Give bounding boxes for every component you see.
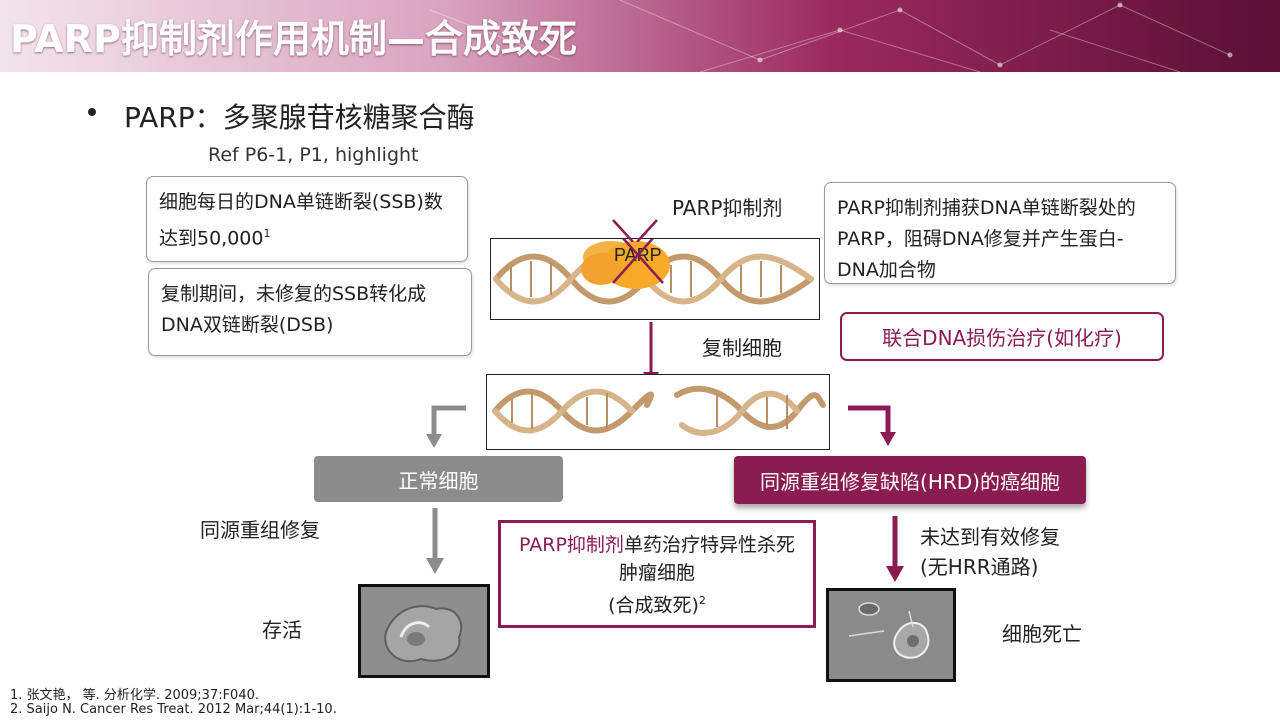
combination-therapy-text: 联合DNA损伤治疗(如化疗) xyxy=(882,326,1122,350)
inhibitor-cross-icon xyxy=(612,219,658,242)
parp-trap-box: PARP抑制剂捕获DNA单链断裂处的PARP，阻碍DNA修复并产生蛋白-DNA加… xyxy=(824,182,1176,284)
center-highlight-text: PARP抑制剂 xyxy=(519,534,624,556)
hr-repair-label: 同源重组修复 xyxy=(200,518,320,542)
left-branch-arrow xyxy=(426,405,466,448)
normal-cell-text: 正常细胞 xyxy=(398,468,479,493)
combination-therapy-box: 联合DNA损伤治疗(如化疗) xyxy=(840,312,1164,361)
page-title: PARP抑制剂作用机制—合成致死 xyxy=(10,17,577,61)
hrd-cell-box: 同源重组修复缺陷(HRD)的癌细胞 xyxy=(734,456,1086,504)
surviving-cell-image xyxy=(358,584,490,678)
parp-inhibitor-label: PARP抑制剂 xyxy=(672,196,783,220)
network-decoration xyxy=(429,0,1233,72)
footnote-2: 2. Saijo N. Cancer Res Treat. 2012 Mar;4… xyxy=(10,702,337,717)
bullet-text: PARP：多聚腺苷核糖聚合酶 xyxy=(124,101,475,134)
dsb-info-box: 复制期间，未修复的SSB转化成DNA双链断裂(DSB) xyxy=(148,268,472,356)
bullet-marker xyxy=(88,108,96,116)
center-footnote-ref: 2 xyxy=(698,594,706,607)
down-arrow-normal xyxy=(426,508,444,574)
replicating-cell-label: 复制细胞 xyxy=(702,336,782,360)
ssb-info-text: 细胞每日的DNA单链断裂(SSB)数达到50,000 xyxy=(159,191,443,250)
not-repaired-line1: 未达到有效修复 xyxy=(920,525,1060,549)
center-main-text: 单药治疗特异性杀死肿瘤细胞 xyxy=(618,534,795,584)
footnote-1: 1. 张文艳， 等. 分析化学. 2009;37:F040. xyxy=(10,688,260,703)
parp-dna-image: PARP xyxy=(490,226,820,320)
ssb-info-box: 细胞每日的DNA单链断裂(SSB)数达到50,0001 xyxy=(146,176,468,262)
normal-cell-box: 正常细胞 xyxy=(314,456,563,502)
dead-cell-micrograph xyxy=(829,591,953,679)
synthetic-lethality-box: PARP抑制剂单药治疗特异性杀死肿瘤细胞 (合成致死)2 xyxy=(498,520,816,628)
broken-dna-image xyxy=(486,374,830,450)
not-repaired-line2: (无HRR通路) xyxy=(920,555,1039,579)
broken-dna-illustration xyxy=(492,385,826,436)
dead-cell-image xyxy=(826,588,956,682)
center-sub-text: (合成致死) xyxy=(608,594,699,617)
surviving-cell-micrograph xyxy=(361,587,487,675)
parp-trap-text: PARP抑制剂捕获DNA单链断裂处的PARP，阻碍DNA修复并产生蛋白-DNA加… xyxy=(837,197,1136,281)
reference-note: Ref P6-1, P1, highlight xyxy=(208,144,419,166)
title-banner: PARP抑制剂作用机制—合成致死 xyxy=(0,0,1280,72)
right-branch-arrow xyxy=(848,405,896,446)
ssb-footnote-ref: 1 xyxy=(263,227,271,240)
dna-helix-illustration: PARP xyxy=(493,226,814,305)
hrd-cell-text: 同源重组修复缺陷(HRD)的癌细胞 xyxy=(760,469,1060,494)
survive-label: 存活 xyxy=(262,618,302,642)
down-arrow-hrd xyxy=(886,516,904,582)
not-repaired-label: 未达到有效修复 (无HRR通路) xyxy=(920,522,1060,582)
cell-death-label: 细胞死亡 xyxy=(1002,622,1082,646)
dsb-info-text: 复制期间，未修复的SSB转化成DNA双链断裂(DSB) xyxy=(161,283,427,336)
